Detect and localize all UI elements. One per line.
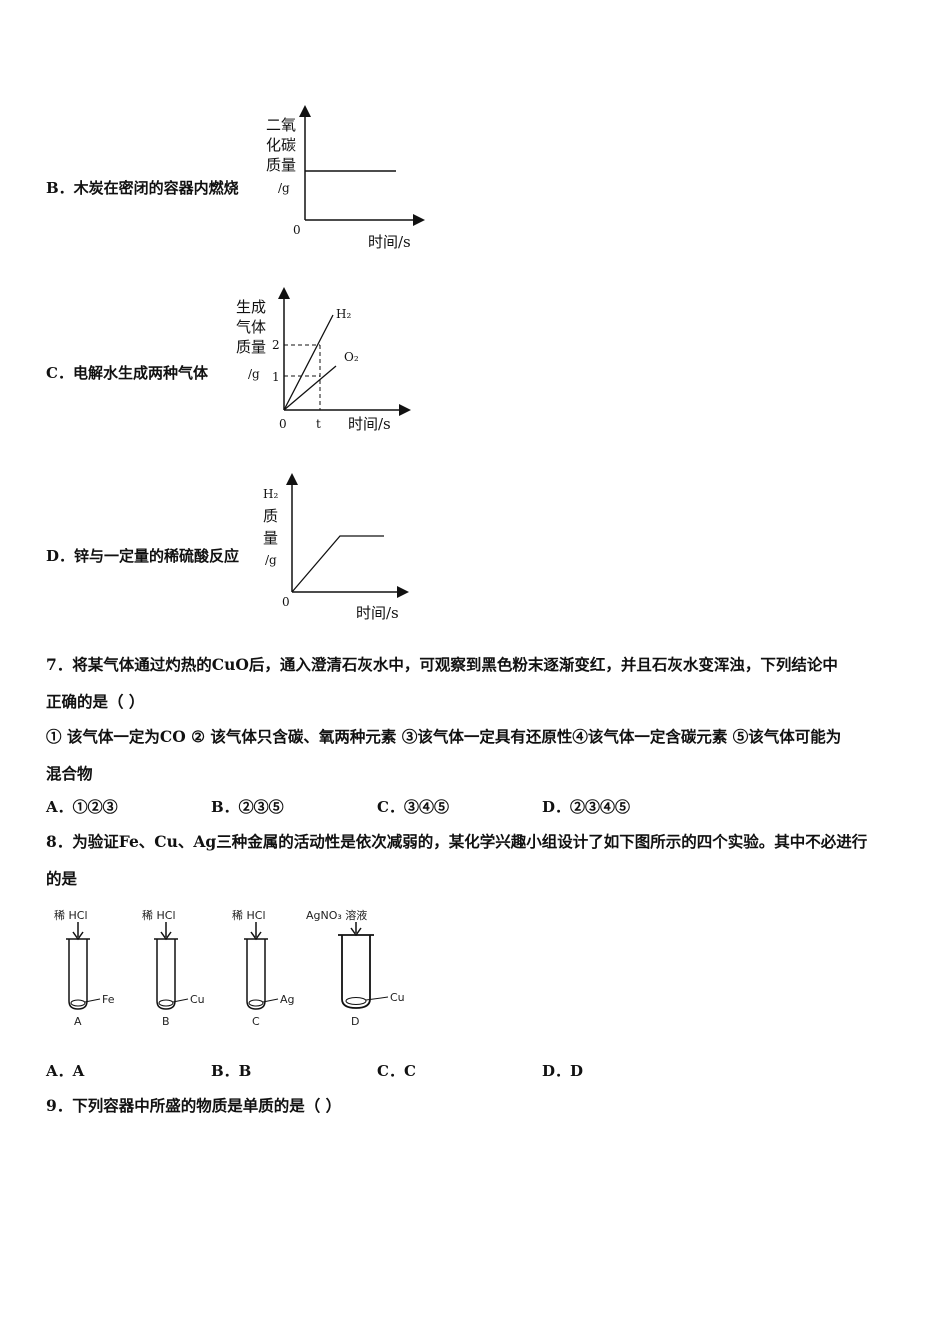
tube-b-body — [154, 938, 178, 1010]
tube-a: 稀 HCl Fe A — [54, 909, 115, 1028]
option-c-label: C．电解水生成两种气体 — [46, 364, 208, 382]
y-label-line-3: 量 — [263, 529, 278, 547]
tube-d-body — [338, 934, 374, 1009]
q8-choice-c[interactable]: C．C — [377, 1062, 416, 1080]
q9-line-1: 9．下列容器中所盛的物质是单质的是（ ） — [46, 1096, 342, 1115]
q8-line-2: 的是 — [46, 869, 78, 888]
q7-line-1: 7．将某气体通过灼热的CuO后，通入澄清石灰水中，可观察到黑色粉末逐渐变红，并且… — [46, 655, 838, 674]
y-label-line-2: 气体 — [236, 318, 266, 336]
q7-choice-a[interactable]: A．①②③ — [46, 798, 118, 816]
o2-line — [283, 365, 337, 411]
x-axis-label: 时间/s — [356, 604, 399, 622]
q7-line-3: ① 该气体一定为CO ② 该气体只含碳、氧两种元素 ③该气体一定具有还原性④该气… — [46, 727, 842, 746]
tube-b-reagent: 稀 HCl — [142, 909, 176, 922]
tube-a-metal: Fe — [102, 993, 115, 1006]
tube-c: 稀 HCl Ag C — [232, 909, 295, 1028]
q8-choice-a[interactable]: A．A — [46, 1062, 85, 1080]
y-label-line-1: 生成 — [236, 298, 266, 316]
q7-choice-c[interactable]: C．③④⑤ — [377, 798, 449, 816]
option-d-graph: H₂ 质 量 /g 0 时间/s — [263, 473, 409, 622]
option-b-label: B．木炭在密闭的容器内燃烧 — [46, 179, 239, 197]
y-label-line-2: 质 — [263, 507, 278, 525]
q7-line-4: 混合物 — [46, 764, 93, 783]
y-label-unit: /g — [278, 181, 290, 195]
tube-b-letter: B — [162, 1015, 170, 1028]
tick-t: t — [316, 417, 321, 431]
tick-2: 2 — [272, 338, 280, 352]
q8-line-1: 8．为验证Fe、Cu、Ag三种金属的活动性是依次减弱的，某化学兴趣小组设计了如下… — [46, 832, 868, 851]
series-label-h2: H₂ — [336, 307, 351, 321]
tube-b-metal: Cu — [190, 993, 205, 1006]
option-b-graph: 二氧 化碳 质量 /g 0 时间/s — [266, 105, 425, 251]
q7-choice-b[interactable]: B．②③⑤ — [211, 798, 284, 816]
h2-mass-line — [291, 535, 384, 593]
tick-1: 1 — [272, 370, 280, 384]
h2-line — [283, 314, 334, 411]
tube-c-body — [244, 938, 268, 1010]
tube-d-reagent: AgNO₃ 溶液 — [306, 908, 367, 922]
tube-a-letter: A — [74, 1015, 82, 1028]
option-c-graph: 生成 气体 质量 /g 2 1 0 t 时间/s H₂ O₂ — [236, 287, 411, 433]
q7-choice-d[interactable]: D．②③④⑤ — [542, 798, 631, 816]
tube-d-metal: Cu — [390, 991, 405, 1004]
y-label-line-2: 化碳 — [266, 136, 296, 154]
y-label-line-3: 质量 — [266, 156, 296, 174]
y-label-unit: /g — [248, 367, 260, 381]
q8-choice-b[interactable]: B．B — [211, 1062, 252, 1080]
series-label-o2: O₂ — [344, 350, 359, 364]
origin-label: 0 — [279, 417, 287, 431]
tube-c-metal: Ag — [280, 993, 295, 1006]
origin-label: 0 — [293, 223, 301, 237]
tube-d: AgNO₃ 溶液 Cu D — [306, 908, 405, 1028]
q8-choice-d[interactable]: D．D — [542, 1062, 584, 1080]
x-axis-label: 时间/s — [368, 233, 411, 251]
q8-experiment-figure: 稀 HCl Fe A 稀 HCl Cu B 稀 HCl Ag C AgNO₃ 溶… — [54, 908, 405, 1028]
tube-b: 稀 HCl Cu B — [142, 909, 205, 1028]
q7-line-2: 正确的是（ ） — [46, 692, 145, 711]
tube-a-reagent: 稀 HCl — [54, 909, 88, 922]
y-label-unit: /g — [265, 553, 277, 567]
y-label-line-3: 质量 — [236, 338, 266, 356]
x-axis-label: 时间/s — [348, 415, 391, 433]
tube-a-body — [66, 938, 90, 1010]
y-label-line-1: 二氧 — [266, 116, 296, 134]
tube-d-letter: D — [351, 1015, 359, 1028]
y-label-line-1: H₂ — [263, 487, 278, 501]
origin-label: 0 — [282, 595, 290, 609]
tube-c-reagent: 稀 HCl — [232, 909, 266, 922]
option-d-label: D．锌与一定量的稀硫酸反应 — [46, 547, 240, 565]
tube-c-letter: C — [252, 1015, 260, 1028]
